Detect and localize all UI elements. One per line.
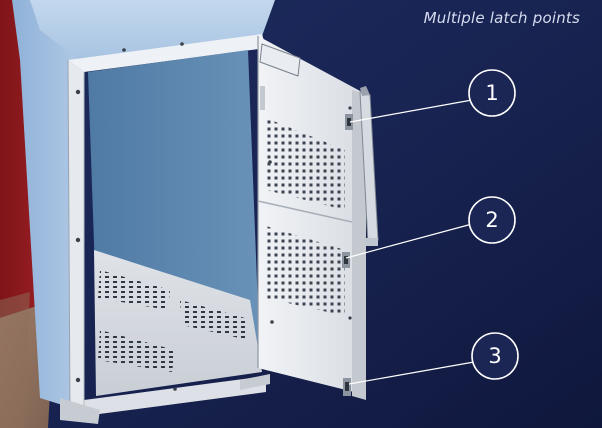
latch-point-1 [345,114,353,130]
cabinet-door [257,36,366,400]
callout-2-leader [345,223,473,259]
cabinet-side-panel [12,0,85,408]
latch-rod [359,86,379,246]
caption: Multiple latch points [423,9,580,27]
callout-3-number: 3 [488,344,502,368]
callout-2-number: 2 [485,208,499,232]
callout-3-leader [348,361,475,385]
cabinet-floor [94,250,262,396]
callout-1-circle [468,69,516,117]
callout-2-circle [468,196,516,244]
cabinet-top [30,0,275,62]
cabinet-front-frame [67,34,266,417]
latch-point-2 [342,252,350,268]
latch-point-3 [343,378,351,396]
callout-1-number: 1 [485,81,499,105]
cabinet-base [60,398,100,424]
callout-1-leader [349,99,473,123]
callout-3-circle [471,332,519,380]
